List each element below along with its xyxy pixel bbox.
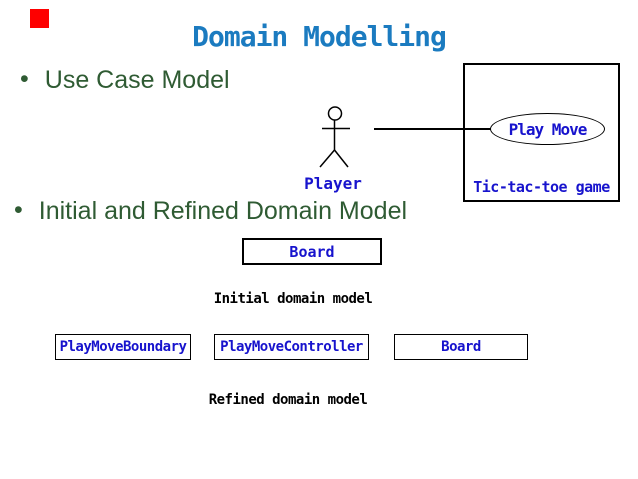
use-case-ellipse: Play Move bbox=[490, 113, 605, 145]
association-line bbox=[374, 128, 492, 130]
class-box-board-refined: Board bbox=[394, 334, 528, 360]
class-box-label: PlayMoveController bbox=[220, 339, 363, 355]
bullet-dot: • bbox=[14, 196, 23, 224]
use-case-label: Play Move bbox=[508, 119, 588, 139]
bullet-label: Initial and Refined Domain Model bbox=[38, 197, 408, 225]
class-box-label: Board bbox=[289, 242, 335, 261]
red-square-marker bbox=[30, 9, 49, 28]
bullet-dot: • bbox=[20, 65, 29, 93]
page-title: Domain Modelling bbox=[192, 20, 447, 53]
class-box-label: PlayMoveBoundary bbox=[59, 339, 187, 355]
caption-initial-model: Initial domain model bbox=[213, 291, 373, 307]
bullet-label: Use Case Model bbox=[44, 66, 230, 94]
system-label: Tic-tac-toe game bbox=[473, 178, 610, 196]
class-box-board-initial: Board bbox=[242, 238, 382, 265]
actor-label: Player bbox=[304, 174, 362, 193]
class-box-playmovecontroller: PlayMoveController bbox=[214, 334, 369, 360]
actor-icon bbox=[319, 106, 350, 168]
class-box-label: Board bbox=[441, 339, 481, 355]
caption-refined-model: Refined domain model bbox=[208, 392, 368, 408]
bullet-item-use-case-model: • Use Case Model bbox=[20, 65, 230, 95]
class-box-playmoveboundary: PlayMoveBoundary bbox=[55, 334, 191, 360]
bullet-item-domain-model: • Initial and Refined Domain Model bbox=[14, 196, 408, 226]
